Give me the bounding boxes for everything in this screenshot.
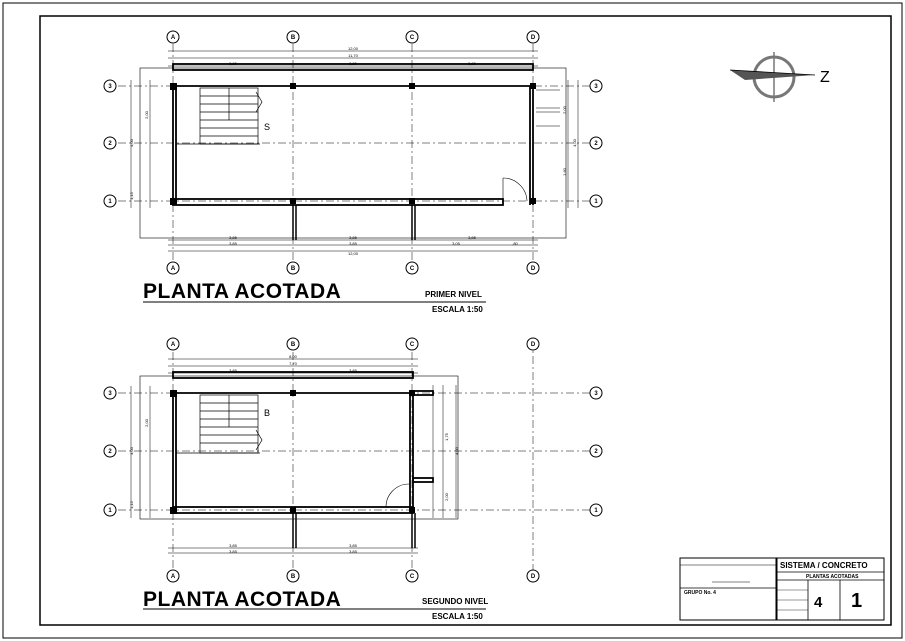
dim-bottom-span: 3,85 (349, 549, 358, 554)
dim-top-inner: 7,70 (289, 361, 298, 366)
dim-top-span: 3,85 (349, 61, 358, 66)
grid-bubble-label: A (171, 342, 176, 348)
dim-bottom-span: 3,85 (349, 241, 358, 246)
title-block (679, 557, 885, 621)
grid-bubble-label: B (291, 574, 296, 580)
grid-bubble-label: B (291, 266, 296, 272)
grid-bubble-label: C (410, 266, 415, 272)
dim-bottom-total: 12,00 (348, 251, 359, 256)
dim-left: 4,00 (129, 446, 134, 455)
dim-bottom-span: ,80 (512, 241, 518, 246)
plan2-title: PLANTA ACOTADA (143, 588, 342, 611)
plan1-scale: ESCALA 1:50 (432, 305, 483, 314)
plan2-scale: ESCALA 1:50 (432, 612, 483, 621)
grid-bubble-label: 1 (108, 508, 112, 514)
dim-top-inner: 11,70 (348, 53, 358, 58)
grid-bubble-label: 2 (108, 449, 112, 455)
dim-bottom-span: 3,85 (229, 549, 238, 554)
grid-bubble-label: 3 (594, 391, 598, 397)
dim-top-total: 8,00 (289, 354, 298, 359)
dim-left: 2,00 (144, 418, 149, 427)
grid-bubble-label: 2 (594, 141, 598, 147)
title-block-system: SISTEMA / CONCRETO (780, 561, 868, 570)
dim-right: 4,00 (572, 138, 577, 147)
grid-bubble-label: 3 (108, 391, 112, 397)
dim-right: 1,60 (562, 167, 567, 176)
grid-bubble-label: 3 (594, 84, 598, 90)
plan1-title: PLANTA ACOTADA (143, 280, 342, 303)
title-block-sheet-title: PLANTAS ACOTADAS (806, 574, 859, 580)
dim-bottom-span: 3,85 (229, 235, 238, 240)
grid-bubble-label: 1 (594, 508, 598, 514)
north-arrow-icon (729, 52, 816, 102)
grid-bubble-label: 2 (108, 141, 112, 147)
plan2-level: SEGUNDO NIVEL (422, 597, 489, 606)
dim-bottom-span: 3,85 (229, 241, 238, 246)
dim-bottom-span: 3,85 (349, 235, 358, 240)
grid-bubble-label: A (171, 266, 176, 272)
dim-right: 2,00 (444, 492, 449, 501)
plan-primer-nivel: S 12,00 11,70 3,85 3,85 3,85 3,85 (103, 30, 603, 303)
grid-bubble-label: 3 (108, 84, 112, 90)
dim-right: 4,00 (454, 446, 459, 455)
dim-bottom-span: 3,85 (229, 543, 238, 548)
grid-bubble-label: 1 (108, 199, 112, 205)
grid-bubble-label: C (410, 342, 415, 348)
grid-bubble-label: 2 (594, 449, 598, 455)
grid-bubble-label: B (291, 35, 296, 41)
north-label: Z (820, 69, 830, 86)
grid-bubble-label: D (531, 342, 536, 348)
dim-top-span: 3,85 (229, 61, 238, 66)
grid-bubble-label: C (410, 574, 415, 580)
dim-top-span: 3,85 (349, 368, 358, 373)
dim-bottom-span: 3,05 (452, 241, 461, 246)
dim-right: 1,75 (444, 432, 449, 441)
inner-border (39, 15, 892, 626)
grid-bubble-label: D (531, 266, 536, 272)
stair-label: B (264, 408, 270, 418)
grid-bubble-label: B (291, 342, 296, 348)
grid-bubble-label: 1 (594, 199, 598, 205)
dim-top-span: 3,85 (468, 61, 477, 66)
dim-left: 4,00 (129, 138, 134, 147)
dim-top-span: 3,85 (229, 368, 238, 373)
dim-right: 2,00 (562, 105, 567, 114)
grid-bubble-label: C (410, 35, 415, 41)
dim-left: 1,15 (129, 191, 134, 200)
grid-bubble-label: A (171, 35, 176, 41)
dim-left: 1,15 (129, 500, 134, 509)
dim-left: 2,00 (144, 110, 149, 119)
plan1-level: PRIMER NIVEL (425, 290, 482, 299)
title-block-group: GRUPO No. 4 (684, 590, 716, 596)
stair-label: S (264, 122, 270, 132)
title-block-field-b: 1 (851, 590, 863, 612)
title-block-field-a: 4 (814, 594, 823, 611)
dim-top-total: 12,00 (348, 46, 359, 51)
grid-bubble-label: D (531, 574, 536, 580)
grid-bubble-label: A (171, 574, 176, 580)
dim-bottom-span: 3,85 (468, 235, 477, 240)
grid-bubble-label: D (531, 35, 536, 41)
dim-bottom-span: 3,85 (349, 543, 358, 548)
plan-segundo-nivel: B 8,00 7,70 3,85 3,85 3,85 3,85 3,85 3,8… (103, 337, 603, 610)
